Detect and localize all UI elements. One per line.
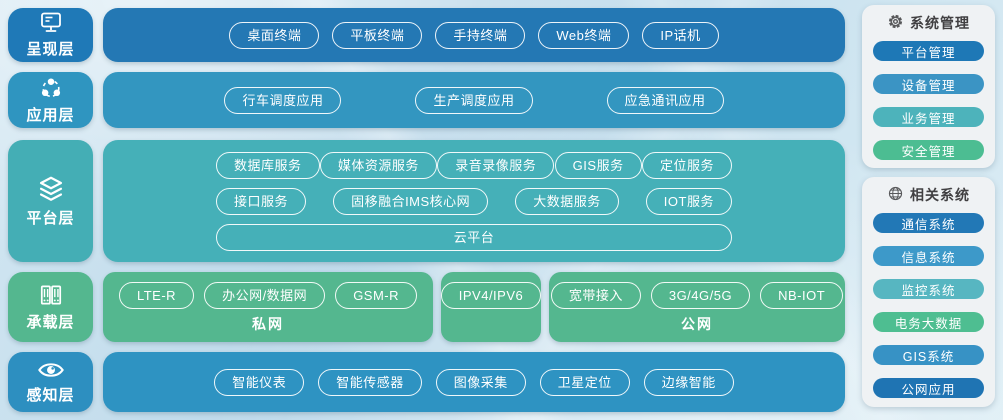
platform-service-pill: 大数据服务 — [515, 187, 619, 215]
cloud-platform-pill: 云平台 — [216, 223, 732, 251]
layer-label-bearer: 承载层 — [8, 272, 93, 342]
related-systems-panel: 相关系统 通信系统 信息系统 监控系统 电务大数据 GIS系统 公网应用 — [862, 177, 995, 407]
bearer-layer-row: LTE-R 办公网/数据网 GSM-R 私网 IPV4/IPV6 宽带接入 3G… — [103, 272, 845, 342]
layer-label-application: 应用层 — [8, 72, 93, 128]
platform-service-pill: 录音录像服务 — [437, 151, 555, 179]
eye-icon — [37, 359, 65, 381]
system-management-item: 安全管理 — [873, 140, 984, 160]
public-network-group: 宽带接入 3G/4G/5G NB-IOT 公网 — [549, 272, 845, 342]
related-system-item: GIS系统 — [873, 345, 984, 365]
presentation-layer-row: 桌面终端 平板终端 手持终端 Web终端 IP话机 — [103, 8, 845, 62]
terminal-pill: 手持终端 — [435, 21, 526, 49]
platform-service-pill: IOT服务 — [645, 187, 732, 215]
private-network-pills: LTE-R 办公网/数据网 GSM-R — [118, 282, 418, 309]
monitor-icon — [38, 11, 64, 35]
ip-network-pills: IPV4/IPV6 — [440, 282, 542, 309]
application-pill: 行车调度应用 — [224, 86, 342, 114]
layer-label-text: 呈现层 — [26, 41, 75, 58]
terminal-pill: 平板终端 — [332, 21, 423, 49]
platform-service-pill: 媒体资源服务 — [319, 151, 437, 179]
related-system-item: 通信系统 — [873, 213, 984, 233]
related-systems-items: 通信系统 信息系统 监控系统 电务大数据 GIS系统 公网应用 — [873, 213, 984, 398]
platform-layer-row: 数据库服务 媒体资源服务 录音录像服务 GIS服务 定位服务 接口服务 固移融合… — [103, 140, 845, 262]
system-management-item: 业务管理 — [873, 107, 984, 127]
system-management-item: 平台管理 — [873, 41, 984, 61]
layer-label-platform: 平台层 — [8, 140, 93, 262]
panel-title: 系统管理 — [910, 15, 970, 31]
system-management-item: 设备管理 — [873, 74, 984, 94]
network-pill: 3G/4G/5G — [650, 282, 751, 309]
terminal-pill: 桌面终端 — [229, 21, 320, 49]
layer-label-text: 平台层 — [26, 210, 75, 227]
platform-service-pill: GIS服务 — [554, 151, 642, 179]
application-layer-row: 行车调度应用 生产调度应用 应急通讯应用 — [103, 72, 845, 128]
terminal-pill: Web终端 — [538, 21, 630, 49]
ip-network-group: IPV4/IPV6 — [440, 272, 542, 342]
platform-service-pill: 数据库服务 — [216, 151, 320, 179]
sensing-layer-row: 智能仪表 智能传感器 图像采集 卫星定位 边缘智能 — [103, 352, 845, 412]
network-group-caption: 公网 — [681, 316, 713, 332]
related-system-item: 公网应用 — [873, 378, 984, 398]
network-pill: GSM-R — [335, 282, 418, 309]
network-pill: 办公网/数据网 — [204, 282, 326, 309]
application-pill: 生产调度应用 — [415, 86, 533, 114]
related-system-item: 电务大数据 — [873, 312, 984, 332]
panel-title: 相关系统 — [910, 187, 970, 203]
terminal-pill: IP话机 — [642, 21, 719, 49]
network-pill: IPV4/IPV6 — [440, 282, 542, 309]
sensing-pill: 智能仪表 — [214, 368, 305, 396]
system-management-items: 平台管理 设备管理 业务管理 安全管理 — [873, 41, 984, 160]
system-management-title-row: 系统管理 — [873, 13, 984, 33]
platform-service-pill: 接口服务 — [216, 187, 307, 215]
platform-service-pill: 定位服务 — [641, 151, 732, 179]
network-pill: LTE-R — [118, 282, 195, 309]
network-pill: 宽带接入 — [550, 282, 641, 309]
layer-label-text: 应用层 — [26, 107, 75, 124]
sensing-pill: 卫星定位 — [539, 368, 630, 396]
related-system-item: 监控系统 — [873, 279, 984, 299]
gear-icon — [887, 13, 904, 33]
platform-services-row-2: 接口服务 固移融合IMS核心网 大数据服务 IOT服务 — [216, 187, 732, 215]
related-systems-title-row: 相关系统 — [873, 185, 984, 205]
related-system-item: 信息系统 — [873, 246, 984, 266]
sensing-pill: 图像采集 — [435, 368, 526, 396]
private-network-group: LTE-R 办公网/数据网 GSM-R 私网 — [103, 272, 433, 342]
layers-icon — [36, 174, 66, 204]
platform-services-row-1: 数据库服务 媒体资源服务 录音录像服务 GIS服务 定位服务 — [216, 151, 732, 179]
sensing-pill: 智能传感器 — [318, 368, 422, 396]
layer-label-presentation: 呈现层 — [8, 8, 93, 62]
network-pill: NB-IOT — [760, 282, 844, 309]
sensing-pill: 边缘智能 — [643, 368, 734, 396]
layer-label-sensing: 感知层 — [8, 352, 93, 412]
layer-label-text: 承载层 — [26, 314, 75, 331]
server-rack-icon — [38, 282, 64, 308]
system-management-panel: 系统管理 平台管理 设备管理 业务管理 安全管理 — [862, 5, 995, 168]
layer-label-text: 感知层 — [26, 387, 75, 404]
network-nodes-icon — [38, 75, 64, 101]
globe-icon — [887, 185, 904, 205]
application-pill: 应急通讯应用 — [606, 86, 724, 114]
platform-service-pill: 固移融合IMS核心网 — [333, 187, 489, 215]
public-network-pills: 宽带接入 3G/4G/5G NB-IOT — [550, 282, 844, 309]
network-group-caption: 私网 — [252, 316, 284, 332]
